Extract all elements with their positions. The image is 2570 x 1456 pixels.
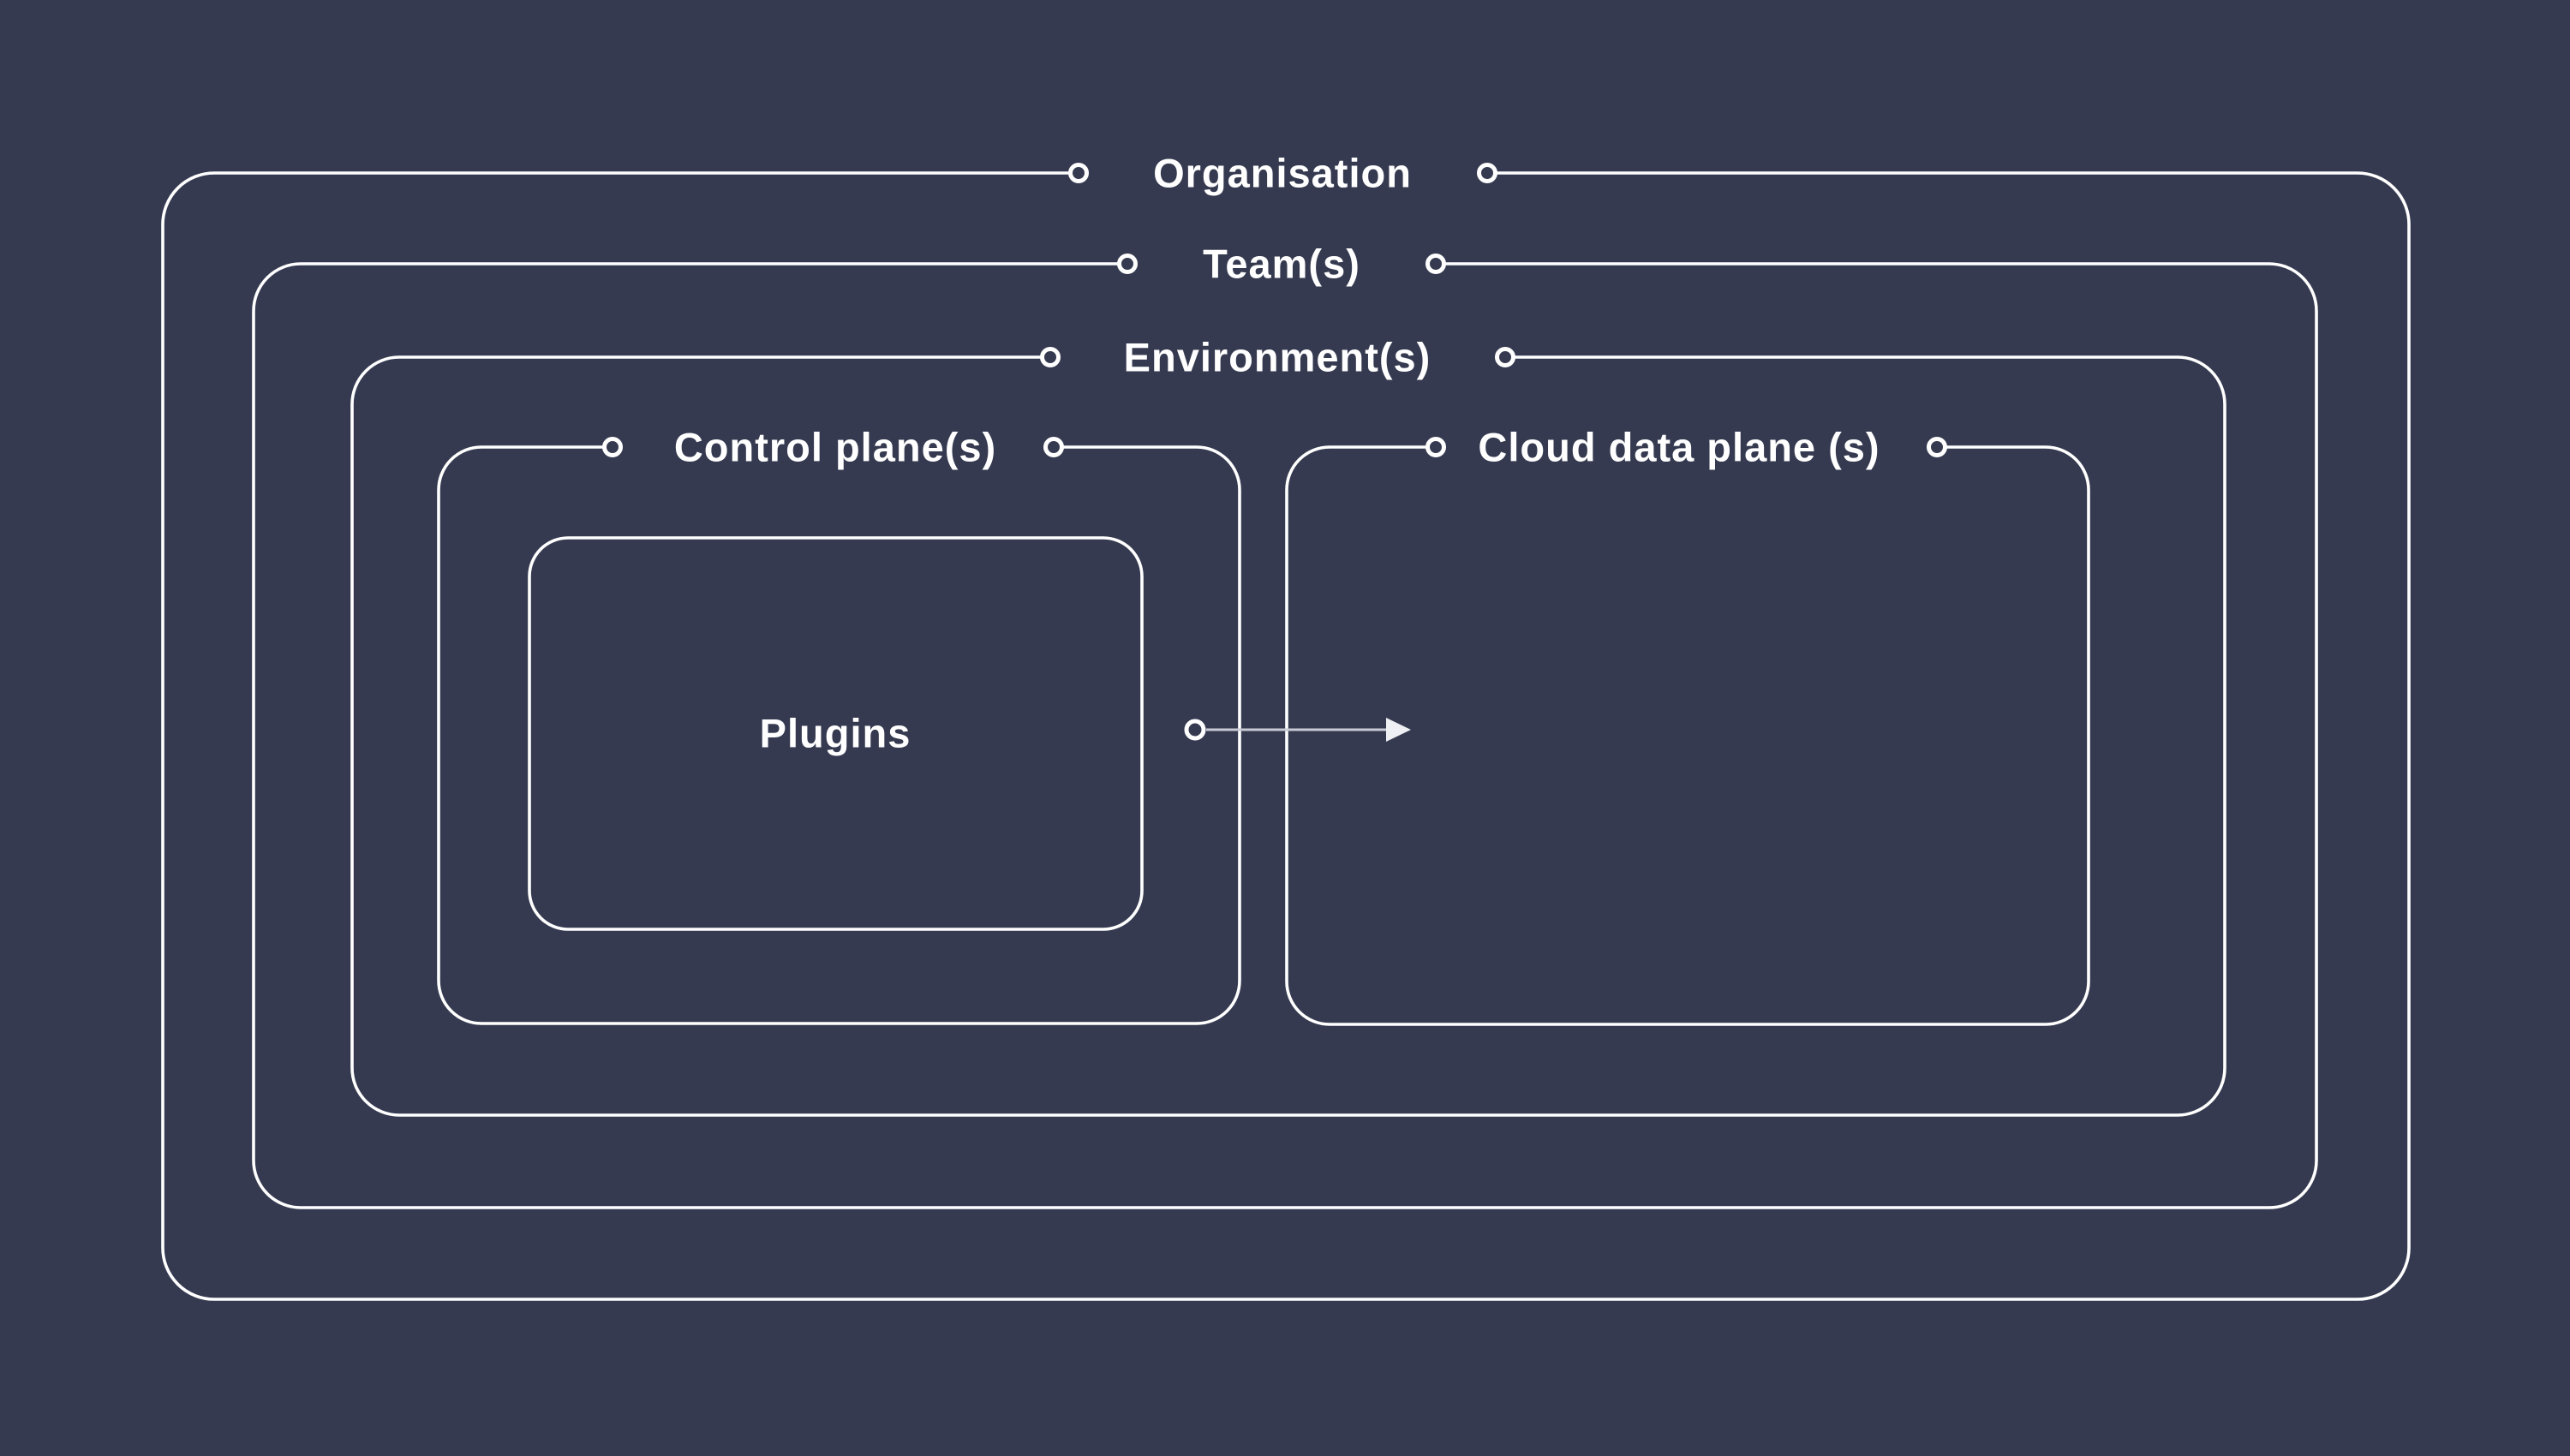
control-planes-border [437, 445, 1241, 1025]
organisation-box: Organisation [161, 151, 2411, 1301]
teams-label: Team(s) [1203, 242, 1360, 287]
arrow-head-icon [1386, 718, 1411, 742]
connector-dot-icon [1477, 163, 1497, 183]
connector-dot-icon [1495, 347, 1515, 367]
connector-dot-icon [1927, 437, 1947, 457]
control-planes-box: Control plane(s) [437, 425, 1241, 1025]
environments-box: Environment(s) [350, 335, 2226, 1117]
environments-border [350, 355, 2226, 1117]
connector-dot-icon [1425, 437, 1446, 457]
plugins-box: Plugins [528, 536, 1144, 931]
connector-dot-icon [1184, 719, 1206, 741]
organisation-label: Organisation [1153, 151, 1412, 196]
control-planes-label: Control plane(s) [674, 425, 996, 470]
connector-dot-icon [602, 437, 623, 457]
cloud-data-planes-border [1285, 445, 2090, 1026]
plugins-border [528, 536, 1144, 931]
connector-dot-icon [1425, 254, 1446, 274]
teams-border [252, 262, 2318, 1209]
connector-dot-icon [1117, 254, 1138, 274]
connector-dot-icon [1043, 437, 1064, 457]
teams-box: Team(s) [252, 242, 2318, 1209]
plugins-label: Plugins [760, 711, 911, 756]
cloud-data-planes-box: Cloud data plane (s) [1285, 425, 2090, 1026]
plugins-to-cloud-arrow [1184, 718, 1411, 742]
connector-dot-icon [1068, 163, 1089, 183]
cloud-data-planes-label: Cloud data plane (s) [1478, 425, 1880, 470]
organisation-border [161, 171, 2411, 1301]
connector-dot-icon [1040, 347, 1061, 367]
environments-label: Environment(s) [1124, 335, 1431, 380]
